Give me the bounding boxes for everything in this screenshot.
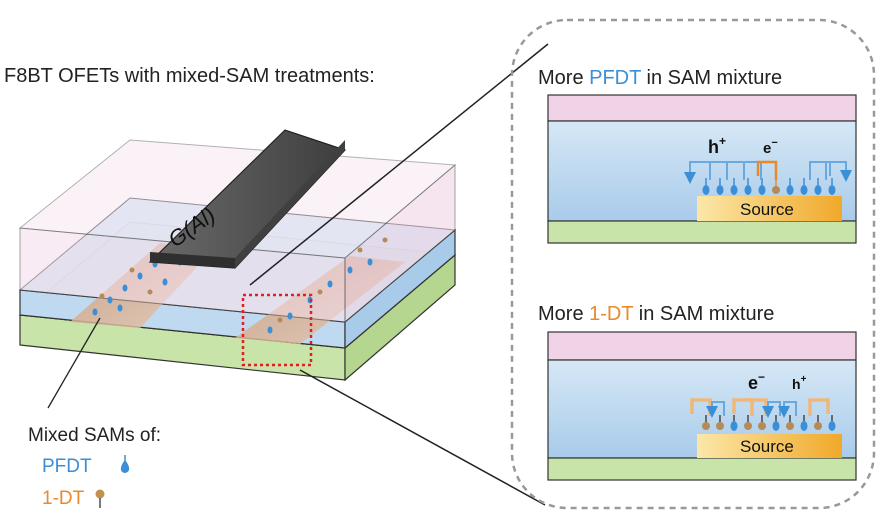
panel-bottom-caption: More 1-DT in SAM mixture — [538, 303, 774, 325]
panel-top-major-carrier: h+ — [708, 134, 726, 157]
panel-top-source-electrode — [697, 196, 842, 221]
legend: Mixed SAMs of: PFDT 1-DT — [28, 425, 161, 509]
panel-top-dielectric — [547, 94, 857, 122]
panel-bottom-hole-paths — [706, 401, 797, 418]
dt-molecule-icon — [95, 489, 105, 508]
panel-more-1dt: More 1-DT in SAM mixture Source — [538, 303, 857, 481]
panel-bottom-sam-molecules — [702, 415, 836, 431]
panel-top-sam-molecules — [702, 178, 836, 195]
figure-title: F8BT OFETs with mixed-SAM treatments: — [4, 65, 375, 87]
panel-bottom-minor-carrier: h+ — [792, 374, 807, 392]
device-3d: G(Al) — [18, 129, 457, 382]
zoom-line-bottom — [299, 369, 546, 506]
panel-top-caption: More PFDT in SAM mixture — [538, 67, 782, 89]
zoom-highlight-box — [241, 293, 313, 367]
legend-dt-label: 1-DT — [42, 488, 85, 509]
panel-top-source-label: Source — [740, 200, 794, 219]
panel-top-minor-carrier: e− — [763, 137, 778, 157]
gate-front — [150, 252, 235, 268]
device-sam-molecules — [92, 237, 388, 334]
pfdt-molecule-icon — [120, 455, 130, 473]
panel-bottom-major-carrier: e− — [748, 370, 765, 393]
zoom-callout-frame — [510, 18, 876, 510]
dielectric-side — [344, 163, 456, 324]
panel-top-substrate — [547, 220, 857, 244]
panel-bottom-source-electrode — [697, 434, 842, 458]
panel-top-electron-path — [756, 160, 778, 180]
panel-bottom-dielectric — [547, 331, 857, 361]
panel-bottom-source-label: Source — [740, 437, 794, 456]
legend-heading: Mixed SAMs of: — [28, 425, 161, 446]
legend-pfdt-label: PFDT — [42, 456, 92, 477]
gate-side — [235, 140, 345, 268]
zoom-line-top — [249, 43, 549, 286]
panel-more-pfdt: More PFDT in SAM mixture Source — [538, 67, 857, 244]
panel-bottom-substrate — [547, 457, 857, 481]
legend-pointer — [47, 317, 101, 409]
